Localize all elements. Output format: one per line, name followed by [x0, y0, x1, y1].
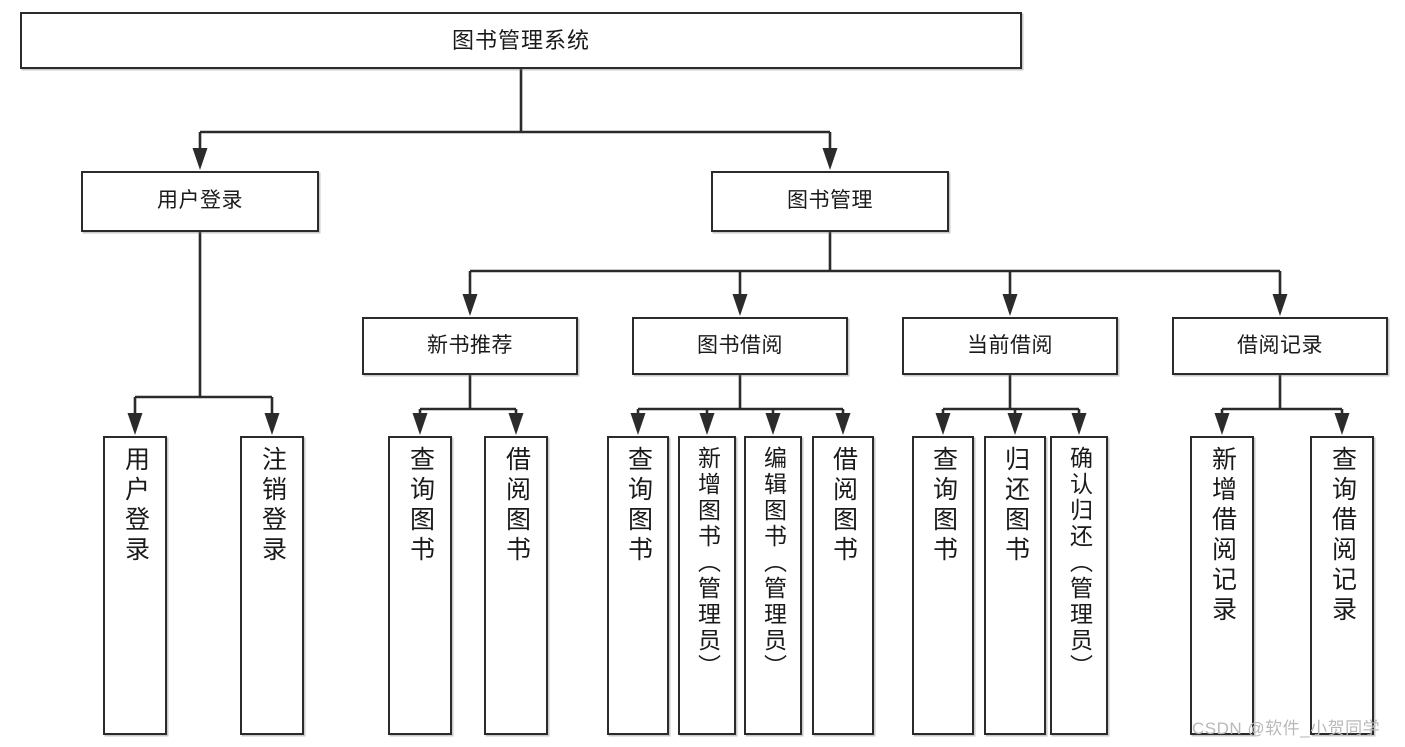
node-leaf-login-1[interactable]: 用户登录	[103, 436, 167, 735]
node-current[interactable]: 当前借阅	[902, 317, 1118, 375]
node-leaf-cur-1[interactable]: 查询图书	[912, 436, 974, 735]
node-label: 归还图书	[1001, 446, 1030, 566]
node-label: 新增图书（管理员）	[694, 446, 721, 680]
node-leaf-cur-3[interactable]: 确认归还（管理员）	[1050, 436, 1108, 735]
node-label: 注销登录	[258, 446, 287, 566]
node-root[interactable]: 图书管理系统	[20, 12, 1022, 69]
node-record[interactable]: 借阅记录	[1172, 317, 1388, 375]
node-label: 新书推荐	[427, 333, 513, 357]
node-newbook[interactable]: 新书推荐	[362, 317, 578, 375]
node-leaf-bor-3[interactable]: 编辑图书（管理员）	[744, 436, 802, 735]
node-leaf-bor-4[interactable]: 借阅图书	[812, 436, 874, 735]
node-bookmgmt[interactable]: 图书管理	[711, 171, 949, 232]
node-label: 借阅图书	[502, 446, 531, 566]
node-leaf-new-1[interactable]: 查询图书	[388, 436, 452, 735]
node-leaf-rec-1[interactable]: 新增借阅记录	[1190, 436, 1254, 735]
node-leaf-bor-1[interactable]: 查询图书	[607, 436, 669, 735]
csdn-watermark: CSDN @软件_小贺同学	[1192, 719, 1381, 738]
node-leaf-cur-2[interactable]: 归还图书	[984, 436, 1046, 735]
node-leaf-login-2[interactable]: 注销登录	[240, 436, 304, 735]
node-label: 查询图书	[624, 446, 653, 566]
node-label: 借阅图书	[829, 446, 858, 566]
node-label: 用户登录	[121, 446, 150, 566]
node-label: 查询图书	[406, 446, 435, 566]
node-leaf-new-2[interactable]: 借阅图书	[484, 436, 548, 735]
node-label: 图书管理系统	[451, 27, 590, 53]
node-label: 确认归还（管理员）	[1066, 446, 1093, 680]
node-leaf-bor-2[interactable]: 新增图书（管理员）	[678, 436, 736, 735]
node-borrow[interactable]: 图书借阅	[632, 317, 848, 375]
node-label: 查询借阅记录	[1328, 446, 1357, 626]
node-label: 新增借阅记录	[1208, 446, 1237, 626]
node-label: 当前借阅	[967, 333, 1053, 357]
node-login[interactable]: 用户登录	[81, 171, 319, 232]
node-label: 借阅记录	[1237, 333, 1323, 357]
node-label: 查询图书	[929, 446, 958, 566]
node-label: 图书借阅	[697, 333, 783, 357]
node-label: 编辑图书（管理员）	[760, 446, 787, 680]
node-leaf-rec-2[interactable]: 查询借阅记录	[1310, 436, 1374, 735]
node-label: 图书管理	[787, 189, 873, 213]
node-label: 用户登录	[157, 189, 243, 213]
